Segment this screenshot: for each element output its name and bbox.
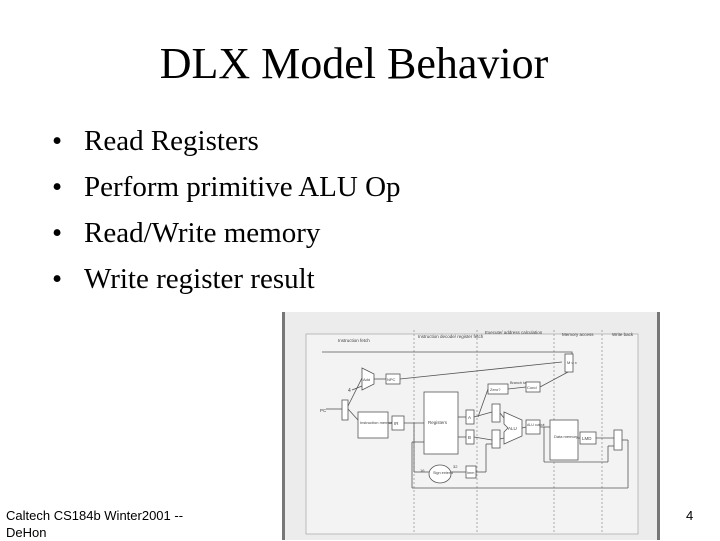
writeback-mux (613, 429, 623, 451)
instruction-memory-block (357, 411, 389, 439)
bullet-dot: • (52, 263, 63, 295)
stage-label-decode: Instruction decode/ register fetch (418, 334, 484, 339)
sign-extend-block (428, 464, 452, 484)
width-thirtytwo: 32 (453, 464, 458, 469)
bullet-text: Read Registers (84, 125, 259, 157)
slide-title: DLX Model Behavior (159, 39, 549, 88)
pc-register (341, 399, 349, 421)
zero-test-label: Zero? (490, 387, 501, 392)
scan-edge-left (282, 312, 285, 540)
cond-label: Cond (527, 385, 537, 390)
lmd-label: LMD (582, 436, 592, 441)
stage-label-memory: Memory access (562, 332, 594, 337)
bullet-item: • Write register result (52, 256, 401, 302)
bullet-item: • Read Registers (52, 118, 401, 164)
bullet-text: Write register result (84, 263, 315, 295)
register-file-block (423, 391, 459, 455)
b-label: B (468, 435, 471, 440)
footer-line-2: DeHon (6, 525, 47, 540)
bullet-dot: • (52, 171, 63, 203)
bullet-text: Read/Write memory (84, 217, 321, 249)
alu-mux-b (491, 429, 501, 449)
data-memory-block (549, 419, 579, 461)
pc-mux (564, 353, 574, 373)
bullet-item: • Read/Write memory (52, 210, 401, 256)
a-label: A (468, 415, 471, 420)
npc-label: NPC (387, 377, 396, 382)
register-file-label: Registers (428, 420, 448, 425)
width-sixteen: 16 (420, 468, 425, 473)
scan-edge-right (657, 312, 660, 540)
adder-block (361, 367, 375, 391)
footer-course-credit: Caltech CS184b Winter2001 -- DeHon (6, 507, 183, 541)
pc-label: PC (320, 408, 327, 413)
datapath-wires (347, 361, 629, 489)
bullet-dot: • (52, 125, 63, 157)
bullet-item: • Perform primitive ALU Op (52, 164, 401, 210)
dlx-datapath-figure: Instruction fetch Instruction decode/ re… (282, 312, 660, 540)
page-number: 4 (686, 508, 694, 523)
instruction-memory-label: Instruction memory (360, 420, 394, 425)
stage-label-writeback: Write back (612, 332, 634, 337)
ir-label: IR (394, 421, 399, 426)
imm-label: Imm (467, 471, 474, 475)
branch-taken-label: Branch taken (510, 381, 532, 385)
bullet-list: • Read Registers • Perform primitive ALU O… (52, 118, 401, 302)
bullet-dot: • (52, 217, 63, 249)
constant-four: 4 (348, 388, 351, 394)
stage-label-execute: Execute/ address calculation (485, 330, 543, 335)
data-memory-label: Data memory (554, 434, 578, 439)
stage-label-fetch: Instruction fetch (338, 338, 370, 343)
alu-label: ALU (508, 426, 517, 431)
footer-line-1: Caltech CS184b Winter2001 -- (6, 508, 184, 523)
adder-label: Add (363, 377, 370, 382)
alu-output-label: ALU output (527, 423, 545, 427)
sign-extend-label: Sign extend (433, 471, 453, 475)
alu-mux-a (491, 403, 501, 423)
bullet-text: Perform primitive ALU Op (84, 171, 401, 203)
pc-mux-label: M u x (567, 360, 577, 365)
